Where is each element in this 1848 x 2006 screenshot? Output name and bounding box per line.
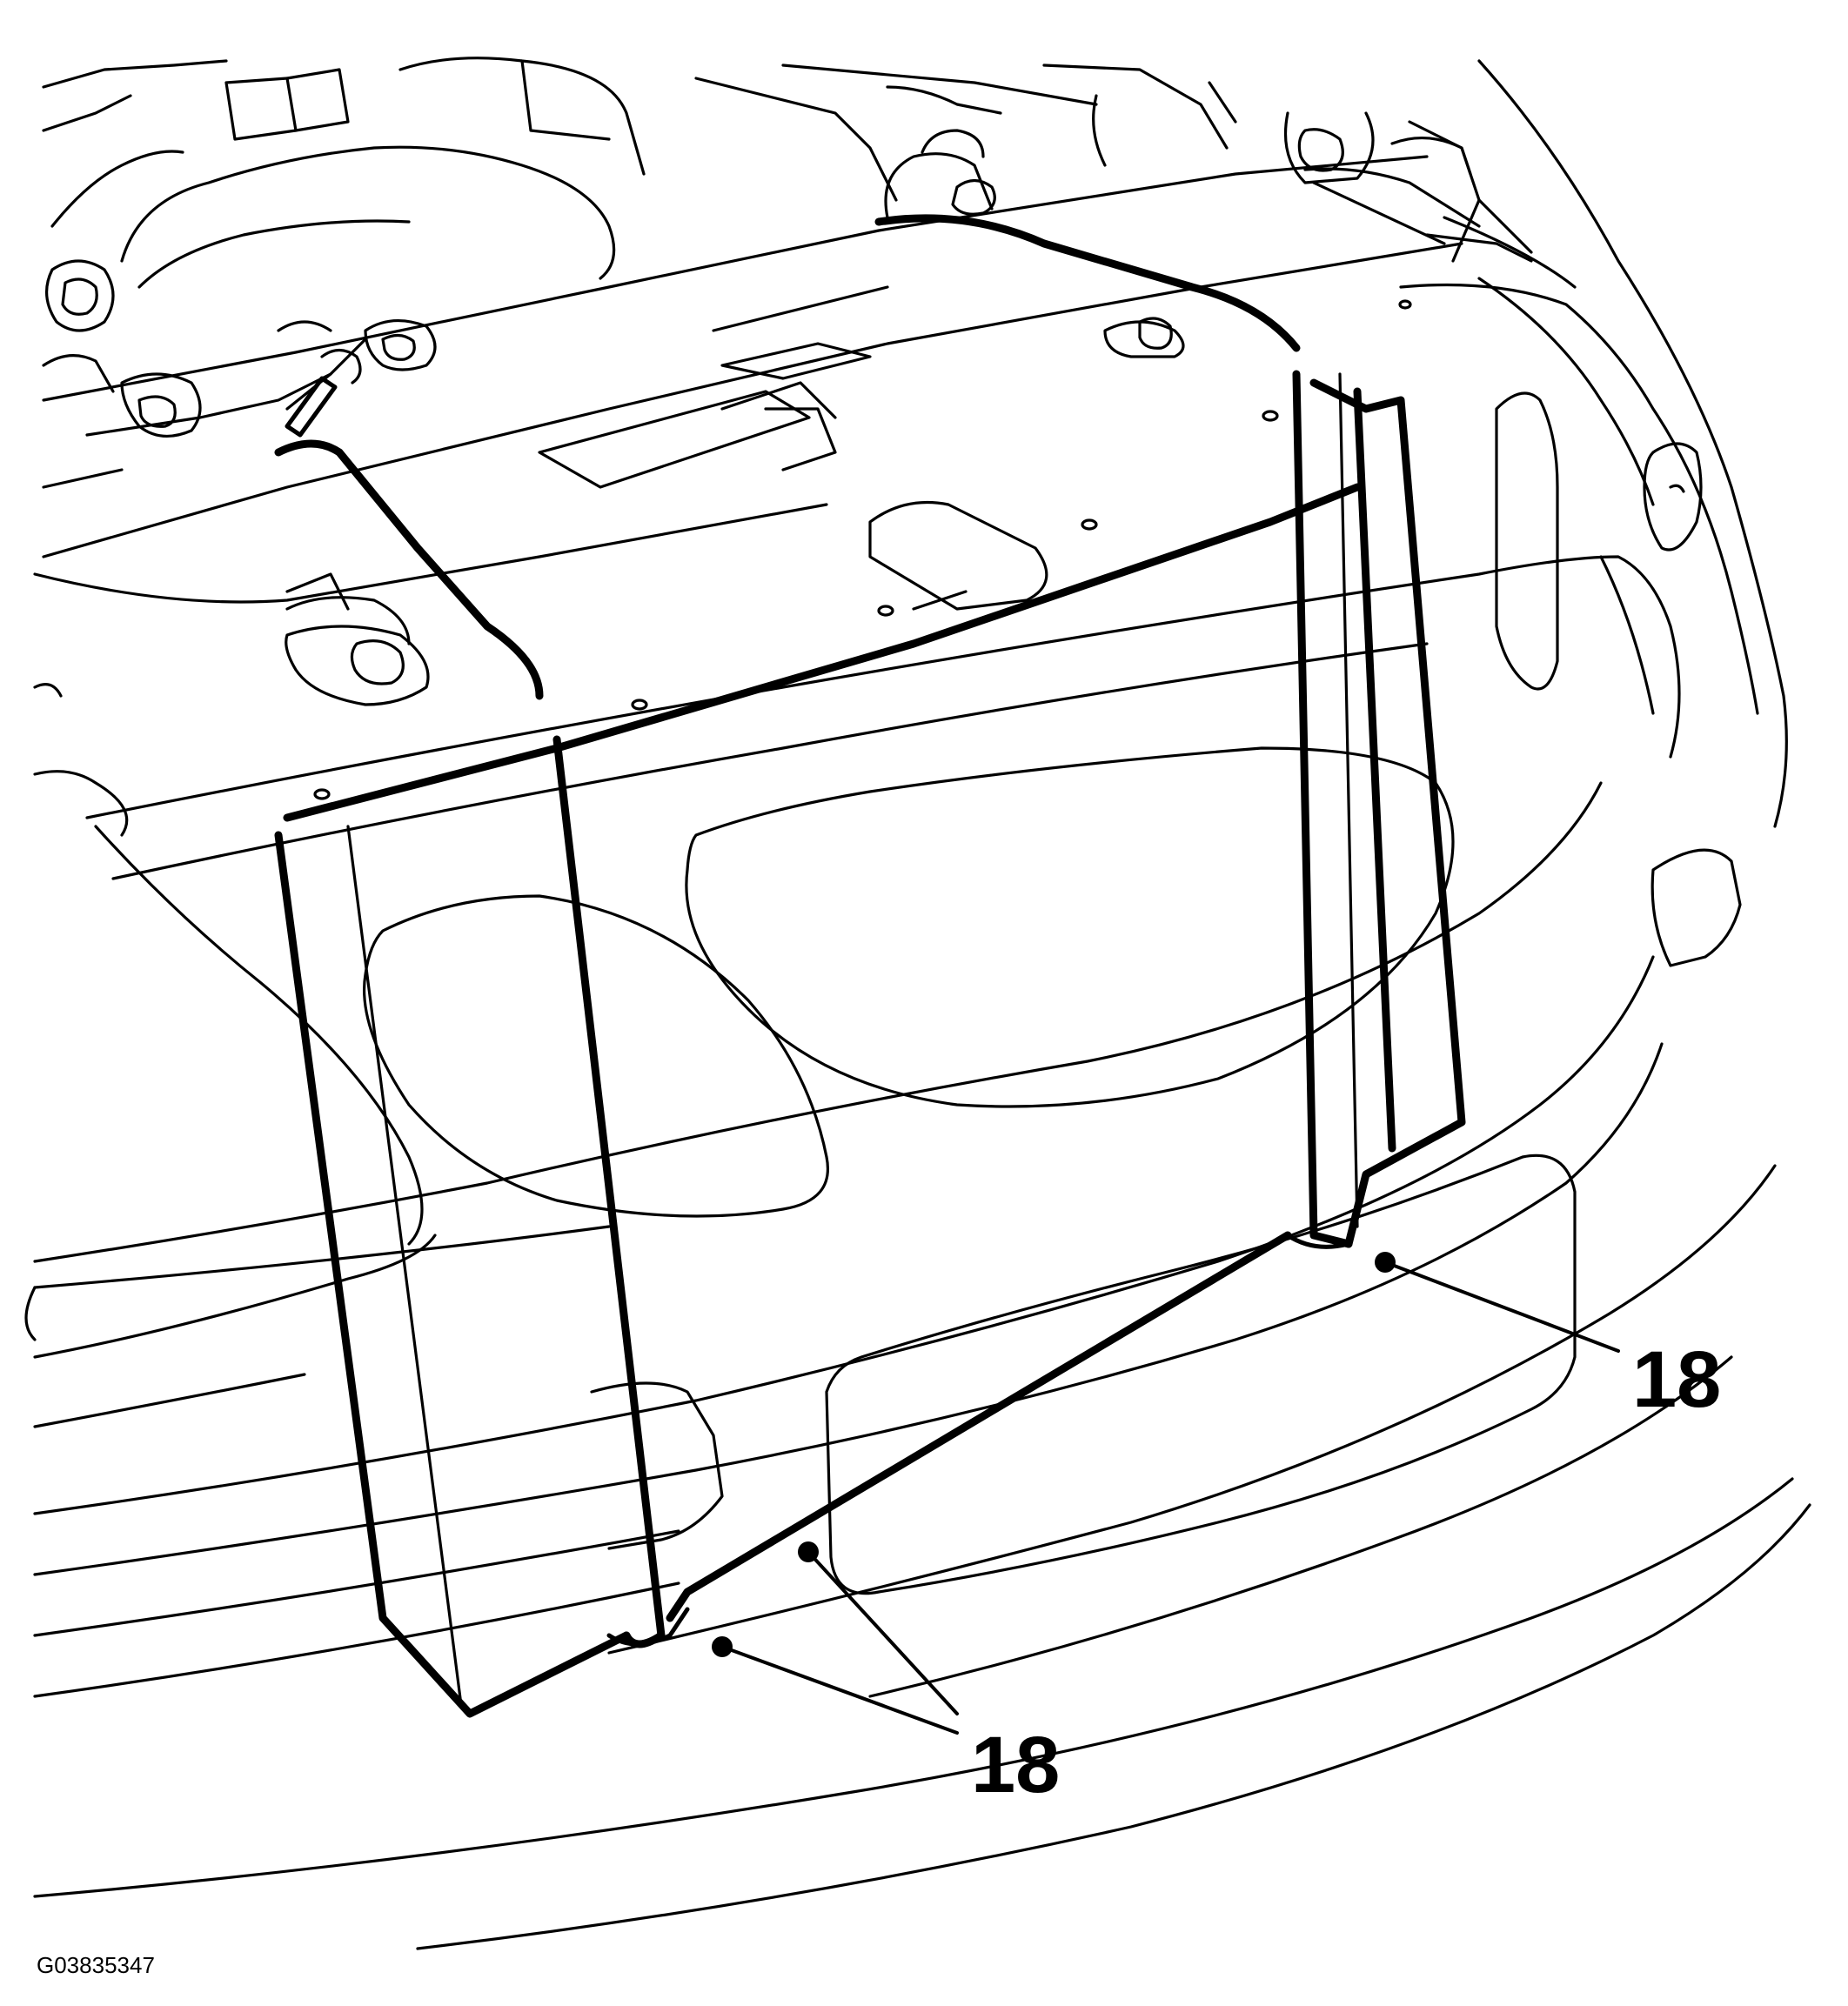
callout-label: 18 bbox=[1632, 1335, 1721, 1424]
leader-line bbox=[720, 1645, 959, 1735]
callout-label: 18 bbox=[971, 1721, 1060, 1809]
panel-holes bbox=[313, 299, 1412, 800]
radiator-support-panel bbox=[33, 120, 1533, 706]
tool-fixture-outline bbox=[274, 214, 1466, 1718]
bumper-cover bbox=[24, 59, 1811, 1950]
callout-18-lower: 18 bbox=[712, 1541, 1060, 1809]
leader-line bbox=[807, 1550, 959, 1715]
engine-bay bbox=[42, 57, 1533, 489]
callout-18-upper: 18 bbox=[1375, 1252, 1721, 1424]
figure-id: G03835347 bbox=[37, 1952, 155, 1978]
leader-line bbox=[1383, 1260, 1620, 1353]
